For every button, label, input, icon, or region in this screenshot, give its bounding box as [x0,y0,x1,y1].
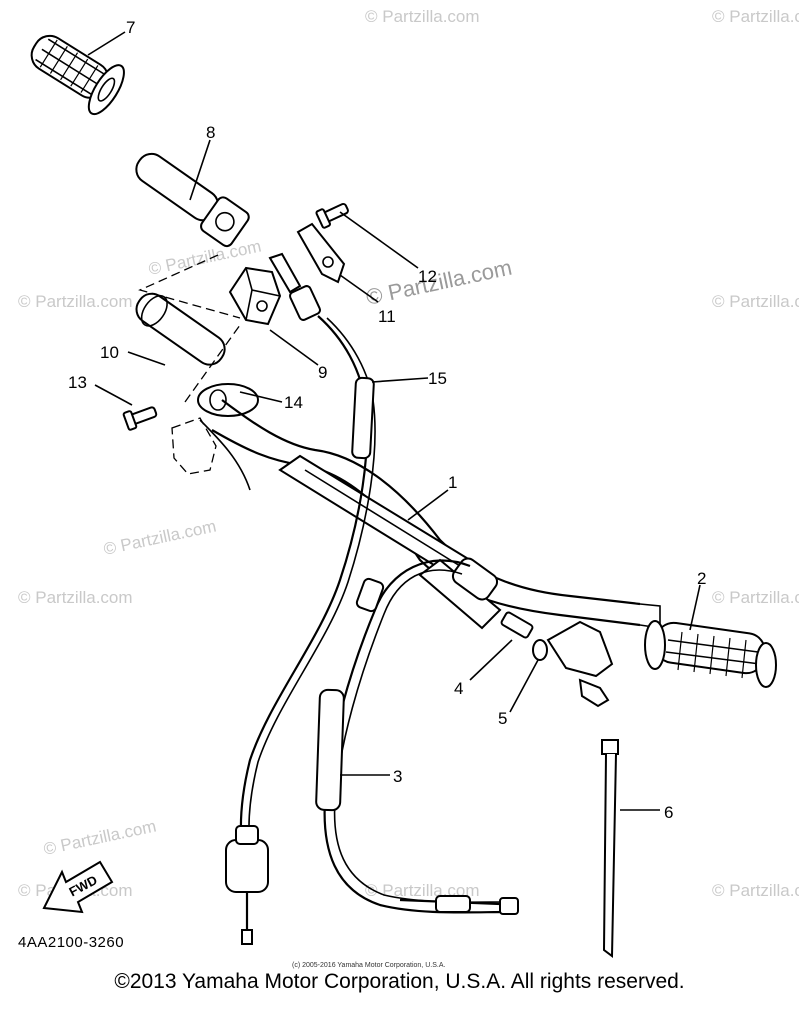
grip-right [644,620,777,688]
callout-5: 5 [498,709,507,728]
throttle-housing [228,266,282,326]
assembly-lines [138,254,241,403]
fwd-arrow: FWD [42,860,114,914]
callout-6: 6 [664,803,673,822]
center-watermark: © Partzilla.com [364,255,514,310]
throttle-grip [135,152,250,248]
handlebar [171,399,661,630]
callout-4: 4 [454,679,463,698]
watermark: © Partzilla.com [18,292,133,311]
callout-10: 10 [100,343,119,362]
locknut [532,639,548,661]
clamp [197,383,259,417]
watermark: © Partzilla.com [102,517,218,559]
watermark: © Partzilla.com [42,817,158,859]
clutch-cable [315,559,519,915]
callout-2: 2 [697,569,706,588]
watermark: © Partzilla.com [365,7,480,26]
cable-adjuster [500,611,534,639]
watermark: © Partzilla.com [18,588,133,607]
grip-sleeve [135,292,226,366]
callout-1: 1 [448,473,457,492]
throttle-cable [225,315,376,945]
callout-15: 15 [428,369,447,388]
watermarks: © Partzilla.com © Partzilla.com © Partzi… [18,7,799,900]
leader-lines [87,31,701,811]
cable-holder [296,222,346,284]
callout-11: 11 [378,307,396,326]
screw-13 [122,406,158,431]
callout-8: 8 [206,123,215,142]
callout-12: 12 [418,267,437,286]
grip-left [30,34,125,116]
callout-13: 13 [68,373,87,392]
cable-tie [601,739,619,958]
callout-9: 9 [318,363,327,382]
screw-12 [315,202,349,229]
callout-14: 14 [284,393,303,412]
callout-3: 3 [393,767,402,786]
watermark: © Partzilla.com [712,588,799,607]
clutch-bracket [546,620,614,708]
diagram-part-number: 4AA2100-3260 [18,934,124,951]
throttle-cable-end [268,252,321,321]
watermark: © Partzilla.com [712,881,799,900]
small-credit: (c) 2005-2016 Yamaha Motor Corporation, … [292,962,445,969]
watermark: © Partzilla.com [712,7,799,26]
callouts: 1 2 3 4 5 6 7 8 9 10 11 12 13 14 15 [68,18,706,822]
watermark: © Partzilla.com [712,292,799,311]
callout-7: 7 [126,18,135,37]
copyright-notice: ©2013 Yamaha Motor Corporation, U.S.A. A… [114,970,685,993]
